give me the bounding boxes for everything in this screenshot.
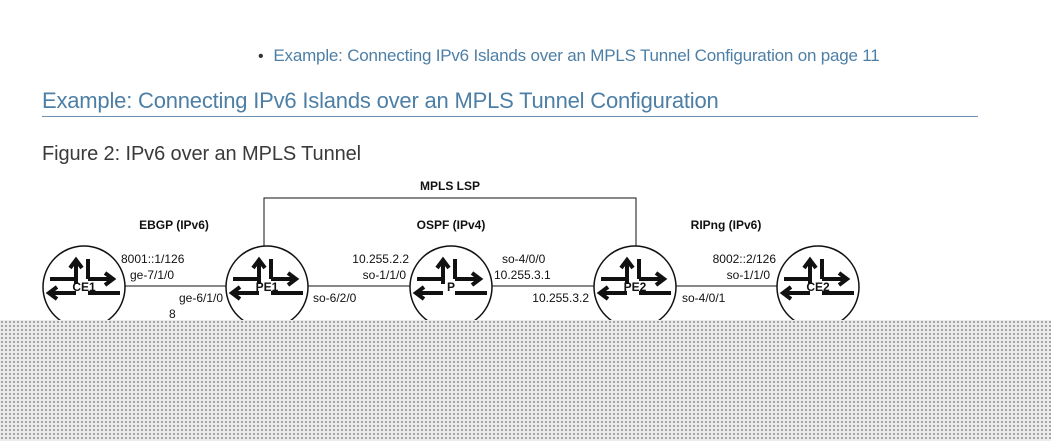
- router-ce2-label: CE2: [806, 280, 830, 294]
- pe2-address: 10.255.3.2: [532, 291, 589, 305]
- toc-link[interactable]: Example: Connecting IPv6 Islands over an…: [273, 46, 880, 65]
- bullet: •: [258, 48, 264, 65]
- router-ce1-label: CE1: [72, 280, 96, 294]
- mpls-lsp-line: [263, 197, 637, 248]
- ce1-address: 8001::1/126: [121, 252, 185, 266]
- p-address-left: 10.255.2.2: [352, 252, 409, 266]
- router-pe2: PE2: [593, 245, 677, 329]
- router-p-label: P: [447, 280, 455, 294]
- router-pe1-label: PE1: [256, 280, 279, 294]
- ospf-label: OSPF (IPv4): [417, 218, 486, 232]
- section-heading: Example: Connecting IPv6 Islands over an…: [42, 88, 978, 117]
- router-pe1: PE1: [225, 245, 309, 329]
- ripng-label: RIPng (IPv6): [691, 218, 762, 232]
- ce2-address: 8002::2/126: [713, 252, 777, 266]
- pe1-interface-ge: ge-6/1/0: [179, 291, 223, 305]
- mpls-lsp-label: MPLS LSP: [420, 179, 480, 193]
- pe2-interface: so-4/0/1: [682, 291, 726, 305]
- router-ce2: CE2: [776, 245, 860, 329]
- figure-caption: Figure 2: IPv6 over an MPLS Tunnel: [42, 143, 361, 165]
- p-interface-right: so-4/0/0: [502, 252, 546, 266]
- toc-entry: • Example: Connecting IPv6 Islands over a…: [258, 46, 880, 66]
- obscured-region: [0, 320, 1051, 441]
- ce1-interface: ge-7/1/0: [130, 268, 174, 282]
- p-interface-left: so-1/1/0: [363, 268, 407, 282]
- pe1-interface-so: so-6/2/0: [313, 291, 357, 305]
- ebgp-label: EBGP (IPv6): [139, 218, 209, 232]
- p-address-right: 10.255.3.1: [494, 268, 551, 282]
- router-p: P: [409, 245, 493, 329]
- pe1-partial-label: 8: [169, 307, 176, 321]
- ce2-interface: so-1/1/0: [727, 268, 771, 282]
- router-ce1: CE1: [42, 245, 126, 329]
- router-pe2-label: PE2: [624, 280, 647, 294]
